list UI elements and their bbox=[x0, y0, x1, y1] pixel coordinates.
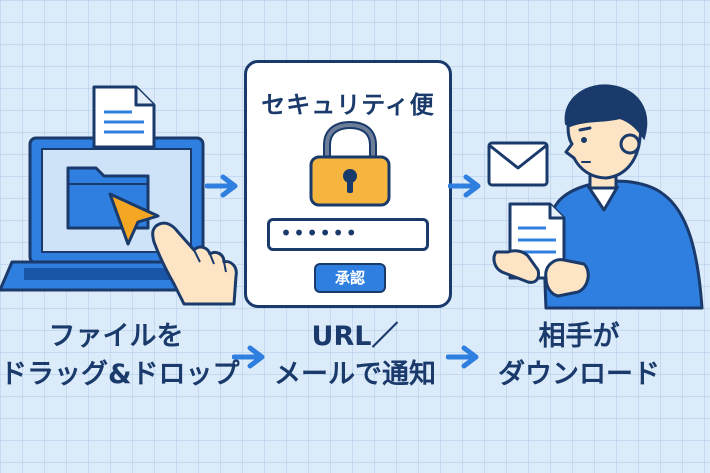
hand-icon bbox=[151, 221, 238, 306]
arrow-right-icon bbox=[446, 345, 479, 369]
card-title: セキュリティ便 bbox=[261, 91, 435, 119]
document-icon bbox=[92, 85, 156, 149]
security-delivery-card: セキュリティ便 •••••• 承認 bbox=[244, 60, 452, 308]
step-2-line2: メールで通知 bbox=[274, 359, 436, 390]
step-2-line1: URL／ bbox=[311, 321, 399, 352]
step-1-line2: ドラッグ&ドロップ bbox=[0, 359, 240, 390]
step-1-line1: ファイルを bbox=[48, 321, 184, 352]
step-3-caption: 相手が ダウンロード bbox=[486, 318, 672, 394]
approve-button[interactable]: 承認 bbox=[314, 263, 386, 293]
password-field[interactable]: •••••• bbox=[267, 218, 429, 251]
arrow-right-icon bbox=[448, 174, 481, 198]
arrow-right-icon bbox=[232, 345, 265, 369]
step-1-caption: ファイルを ドラッグ&ドロップ bbox=[0, 318, 240, 394]
cursor-icon bbox=[108, 192, 160, 246]
step-2-caption: URL／ メールで通知 bbox=[262, 318, 448, 394]
arrow-right-icon bbox=[205, 174, 238, 198]
step-3-line1: 相手が bbox=[538, 321, 620, 352]
person-icon bbox=[492, 84, 704, 310]
lock-icon bbox=[309, 121, 391, 207]
step-3-line2: ダウンロード bbox=[498, 359, 660, 390]
envelope-icon bbox=[487, 141, 549, 187]
